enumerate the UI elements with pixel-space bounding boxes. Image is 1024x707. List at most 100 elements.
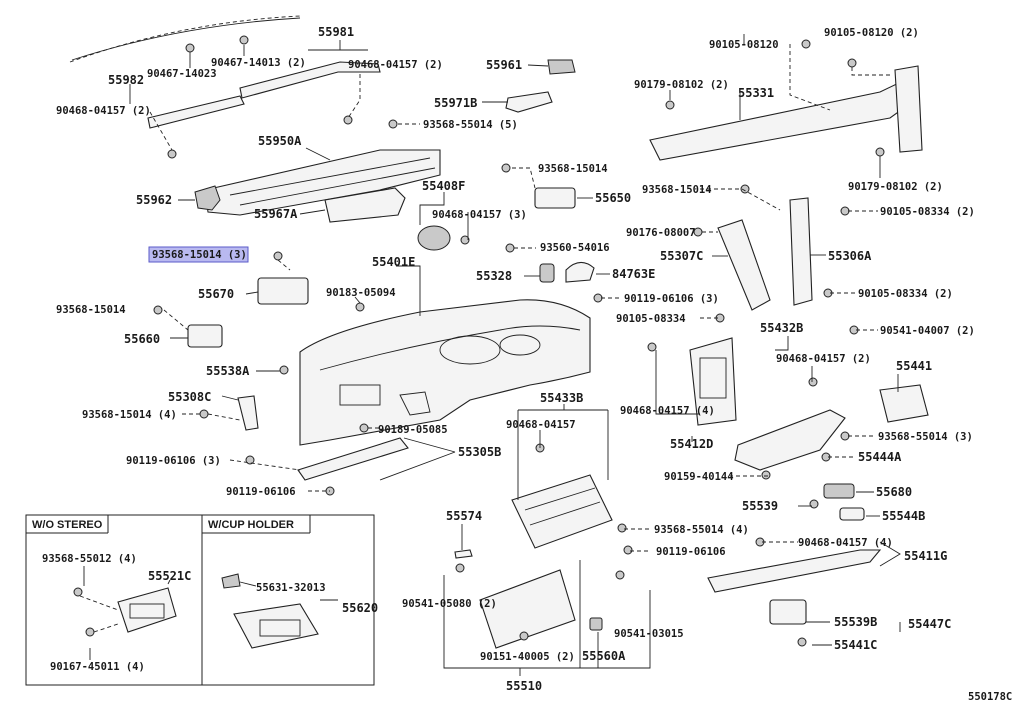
label-90467-14013[interactable]: 90467-14013 (2) [211,57,306,69]
part-55331-reinforcement [649,79,916,161]
label-84763E[interactable]: 84763E [612,267,655,281]
fasteners [153,35,885,647]
label-90183-05094[interactable]: 90183-05094 [326,287,396,299]
part-55660-side-register [187,324,223,348]
label-55961[interactable]: 55961 [486,58,522,72]
label-55433B[interactable]: 55433B [540,391,583,405]
label-55680[interactable]: 55680 [876,485,912,499]
label-55660[interactable]: 55660 [124,332,160,346]
label-55441[interactable]: 55441 [896,359,932,373]
label-93568-55014-3[interactable]: 93568-55014 (3) [878,431,973,443]
label-55307C[interactable]: 55307C [660,249,703,263]
leader-lines [129,34,901,676]
label-55950A[interactable]: 55950A [258,134,302,148]
label-55982[interactable]: 55982 [108,73,144,87]
label-55510[interactable]: 55510 [506,679,542,693]
label-93568-15014-4[interactable]: 93568-15014 (4) [82,409,177,421]
label-90105-08120[interactable]: 90105-08120 [709,39,779,51]
label-55971B[interactable]: 55971B [434,96,477,110]
label-55441C[interactable]: 55441C [834,638,877,652]
inset-box-wo-stereo [25,514,203,686]
part-55510-glove-box [479,569,576,649]
label-90189-05085[interactable]: 90189-05085 [378,424,448,436]
label-93568-55014-4[interactable]: 93568-55014 (4) [654,524,749,536]
label-55538A[interactable]: 55538A [206,364,250,378]
label-55539[interactable]: 55539 [742,499,778,513]
label-93560-54016[interactable]: 93560-54016 [540,242,610,254]
label-55560A[interactable]: 55560A [582,649,626,663]
label-55411G[interactable]: 55411G [904,549,947,563]
label-55670[interactable]: 55670 [198,287,234,301]
part-55447C-holder [769,599,807,625]
label-90468-04157-2a[interactable]: 90468-04157 (2) [348,59,443,71]
label-55521C[interactable]: 55521C [148,569,191,583]
label-90119-06106-a[interactable]: 90119-06106 [226,486,296,498]
label-55412D[interactable]: 55412D [670,437,713,451]
label-90119-06106-3a[interactable]: 90119-06106 (3) [126,455,221,467]
label-90151-40005-2[interactable]: 90151-40005 (2) [480,651,575,663]
label-90541-04007-2[interactable]: 90541-04007 (2) [880,325,975,337]
label-55967A[interactable]: 55967A [254,207,298,221]
label-90105-08334-2b[interactable]: 90105-08334 (2) [858,288,953,300]
part-55433B-glove-box-door [511,474,613,549]
label-90541-03015[interactable]: 90541-03015 [614,628,684,640]
windshield-edge [69,15,301,63]
part-84763E-switch [565,261,595,283]
label-90468-04157-4b[interactable]: 90468-04157 (4) [798,537,893,549]
label-55574[interactable]: 55574 [446,509,482,523]
label-93568-15014-a[interactable]: 93568-15014 [538,163,608,175]
part-55441-cover [879,384,929,423]
part-55328-clip [539,263,555,283]
label-90468-04157-3[interactable]: 90468-04157 (3) [432,209,527,221]
label-90468-04157-2b[interactable]: 90468-04157 (2) [56,105,151,117]
label-55962[interactable]: 55962 [136,193,172,207]
label-55620[interactable]: 55620 [342,601,378,615]
label-90119-06106-3b[interactable]: 90119-06106 (3) [624,293,719,305]
label-55631-32013[interactable]: 55631-32013 [256,582,326,594]
label-90159-40144[interactable]: 90159-40144 [664,471,734,483]
part-55574-stopper [454,549,473,559]
label-93568-15014-b[interactable]: 93568-15014 [56,304,126,316]
inset-title-wo-stereo: W/O STEREO [32,519,103,531]
part-55544B-cover [839,507,865,521]
part-55971B-duct [505,91,553,113]
label-90105-08334[interactable]: 90105-08334 [616,313,686,325]
diagram-id: 550178C [968,691,1012,703]
label-90105-08334-2a[interactable]: 90105-08334 (2) [880,206,975,218]
label-90468-04157-2c[interactable]: 90468-04157 (2) [776,353,871,365]
label-55539B[interactable]: 55539B [834,615,877,629]
label-90176-08007[interactable]: 90176-08007 [626,227,696,239]
label-55401E[interactable]: 55401E [372,255,415,269]
label-55328[interactable]: 55328 [476,269,512,283]
label-55305B[interactable]: 55305B [458,445,501,459]
label-90468-04157-4a[interactable]: 90468-04157 (4) [620,405,715,417]
part-55961-vent [547,59,576,75]
label-90468-04157-b[interactable]: 90468-04157 [506,419,576,431]
label-55544B[interactable]: 55544B [882,509,925,523]
part-55432B-lower-panel [734,409,846,471]
label-90167-45011-4[interactable]: 90167-45011 (4) [50,661,145,673]
label-90467-14023[interactable]: 90467-14023 [147,68,217,80]
part-55670-register [257,277,309,305]
label-90541-05080-2[interactable]: 90541-05080 (2) [402,598,497,610]
label-93568-15014-c[interactable]: 93568-15014 [642,184,712,196]
label-55306A[interactable]: 55306A [828,249,872,263]
label-93568-15014-3-highlight[interactable]: 93568-15014 (3) [152,249,247,261]
label-55447C[interactable]: 55447C [908,617,951,631]
label-55408F[interactable]: 55408F [422,179,465,193]
inset-box-w-cup-holder [201,514,375,686]
label-55650[interactable]: 55650 [595,191,631,205]
label-55432B[interactable]: 55432B [760,321,803,335]
label-90119-06106-b[interactable]: 90119-06106 [656,546,726,558]
label-55331[interactable]: 55331 [738,86,774,100]
label-90105-08120-2[interactable]: 90105-08120 (2) [824,27,919,39]
label-93568-55014-5[interactable]: 93568-55014 (5) [423,119,518,131]
label-93568-55012-4[interactable]: 93568-55012 (4) [42,553,137,565]
label-90179-08102-2b[interactable]: 90179-08102 (2) [848,181,943,193]
highlighted-part-box[interactable] [148,246,249,263]
label-55444A[interactable]: 55444A [858,450,902,464]
label-55981[interactable]: 55981 [318,25,354,39]
label-90179-08102-2a[interactable]: 90179-08102 (2) [634,79,729,91]
label-55308C[interactable]: 55308C [168,390,211,404]
